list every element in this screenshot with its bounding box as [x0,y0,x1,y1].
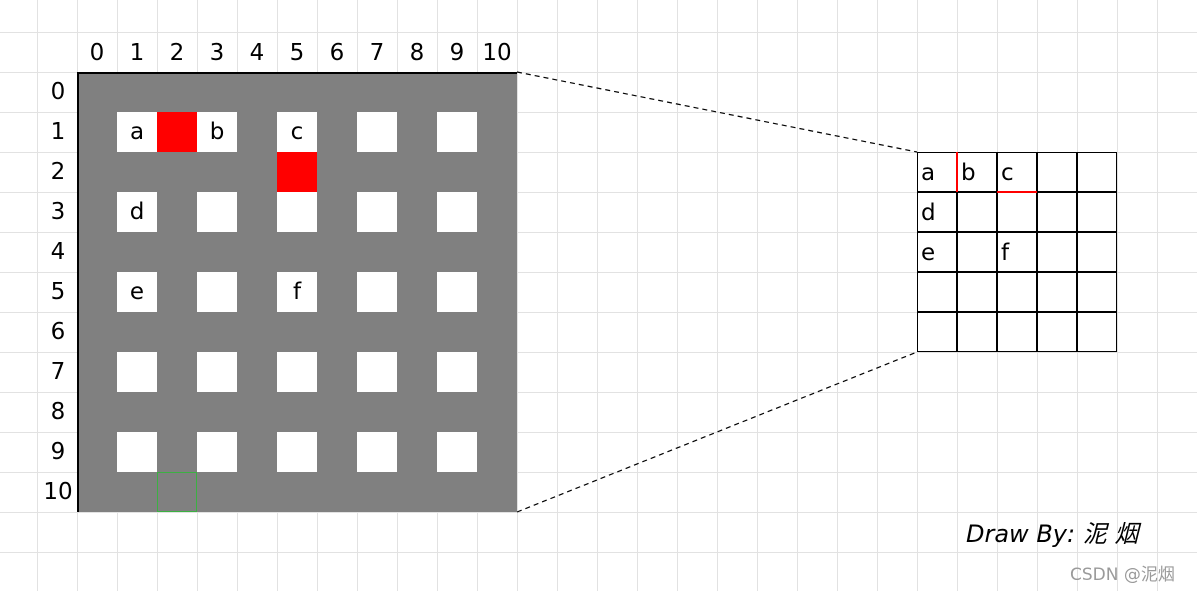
row-label-10: 10 [43,479,73,505]
row-label-1: 1 [50,119,66,145]
zoom-cell-r3c2 [997,272,1037,312]
red-divider-vertical [956,152,958,192]
zoom-cell-r3c3 [1037,272,1077,312]
cell-d: d [117,192,157,232]
zoom-cell-r3c0 [917,272,957,312]
zoom-cell-r4c2 [997,312,1037,352]
watermark-text: CSDN @泥烟 [1070,565,1175,585]
zoom-cell-r1c3 [1037,192,1077,232]
zoom-cell-r2c4 [1077,232,1117,272]
row-label-0: 0 [50,79,66,105]
column-label-10: 10 [482,40,512,66]
white-cell-r5c3 [197,272,237,312]
white-cell-r1c9 [437,112,477,152]
green-outline-cell-r10c2 [157,472,197,512]
row-label-6: 6 [50,319,66,345]
zoom-cell-r0c3 [1037,152,1077,192]
row-label-4: 4 [50,239,66,265]
white-cell-r7c1 [117,352,157,392]
zoom-cell-r4c4 [1077,312,1117,352]
zoom-cell-r3c4 [1077,272,1117,312]
column-label-9: 9 [449,40,465,66]
red-cell-r1c2 [157,112,197,152]
white-cell-r7c9 [437,352,477,392]
row-label-7: 7 [50,359,66,385]
row-label-2: 2 [50,159,66,185]
white-cell-r9c7 [357,432,397,472]
red-cell-r2c5 [277,152,317,192]
zoom-cell-r2c1 [957,232,997,272]
zoom-cell-r0c4 [1077,152,1117,192]
cell-b: b [197,112,237,152]
white-cell-r9c3 [197,432,237,472]
cell-c: c [277,112,317,152]
column-label-0: 0 [89,40,105,66]
column-label-6: 6 [329,40,345,66]
zoom-cell-r1c1 [957,192,997,232]
signature-text: Draw By: 泥 烟 [966,520,1139,548]
white-cell-r3c3 [197,192,237,232]
white-cell-r9c9 [437,432,477,472]
zoom-cell-r1c4 [1077,192,1117,232]
column-label-5: 5 [289,40,305,66]
red-divider-horizontal [997,191,1037,193]
white-cell-r9c5 [277,432,317,472]
zoom-cell-r2c3 [1037,232,1077,272]
cell-f: f [277,272,317,312]
zoom-cell-r0c0: a [917,152,957,192]
white-cell-r5c9 [437,272,477,312]
cell-a: a [117,112,157,152]
zoom-cell-r3c1 [957,272,997,312]
white-cell-r3c9 [437,192,477,232]
white-cell-r3c7 [357,192,397,232]
white-cell-r7c3 [197,352,237,392]
row-label-8: 8 [50,399,66,425]
connector-top [516,71,918,153]
zoom-cell-r4c1 [957,312,997,352]
column-label-7: 7 [369,40,385,66]
white-cell-r3c5 [277,192,317,232]
zoom-cell-r0c1: b [957,152,997,192]
zoom-cell-r1c2 [997,192,1037,232]
white-cell-r7c7 [357,352,397,392]
zoom-cell-r2c2: f [997,232,1037,272]
cell-e: e [117,272,157,312]
zoom-cell-r4c3 [1037,312,1077,352]
row-label-5: 5 [50,279,66,305]
zoom-cell-r1c0: d [917,192,957,232]
white-cell-r5c7 [357,272,397,312]
zoom-cell-r2c0: e [917,232,957,272]
column-label-1: 1 [129,40,145,66]
column-label-8: 8 [409,40,425,66]
column-label-4: 4 [249,40,265,66]
white-cell-r7c5 [277,352,317,392]
row-label-9: 9 [50,439,66,465]
white-cell-r9c1 [117,432,157,472]
connector-bottom [516,351,918,513]
column-label-3: 3 [209,40,225,66]
zoom-cell-r0c2: c [997,152,1037,192]
row-label-3: 3 [50,199,66,225]
column-label-2: 2 [169,40,185,66]
white-cell-r1c7 [357,112,397,152]
zoom-cell-r4c0 [917,312,957,352]
